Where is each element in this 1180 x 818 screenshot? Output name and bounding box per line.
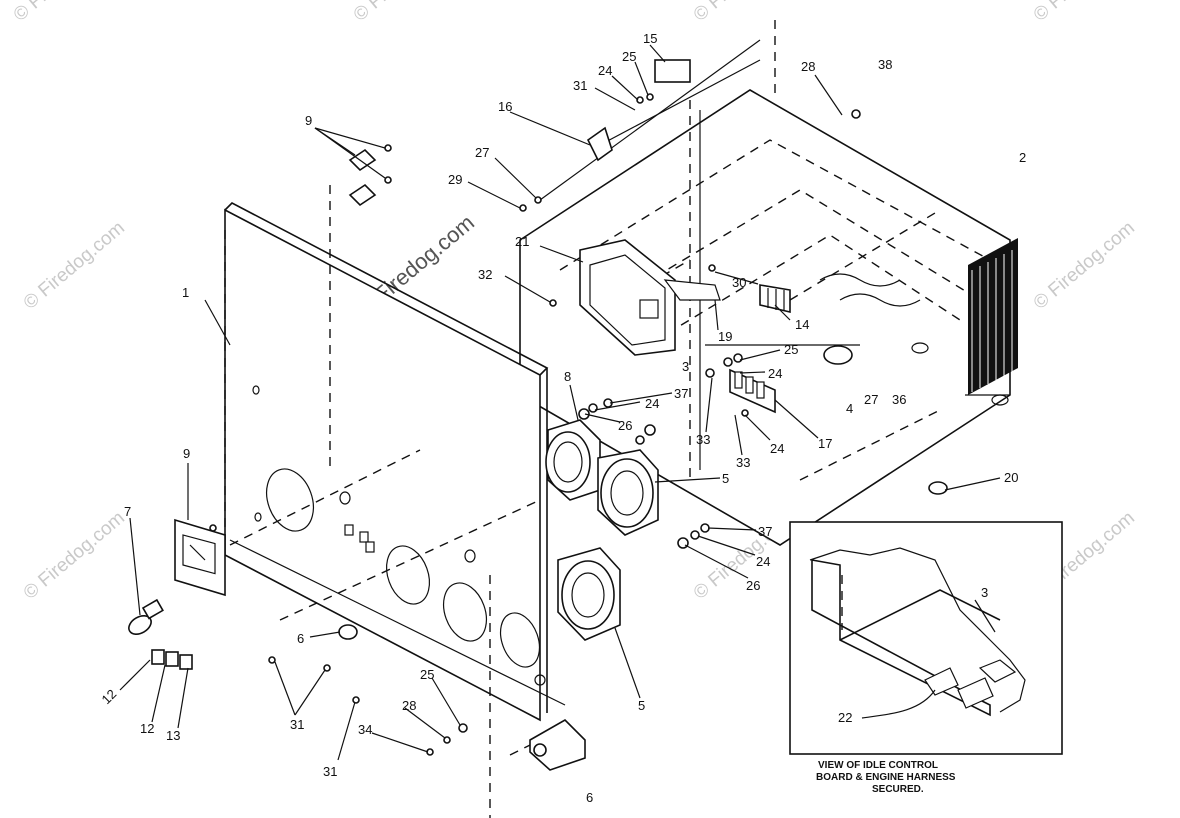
- inset-caption-line-2: BOARD & ENGINE HARNESS: [816, 772, 956, 783]
- part-label: 36: [892, 392, 906, 407]
- watermark-text: © Firedog.com: [20, 507, 129, 603]
- part-label: 34: [358, 722, 372, 737]
- part-label: 26: [618, 418, 632, 433]
- part-label: 31: [290, 717, 304, 732]
- part-label: 32: [478, 267, 492, 282]
- part-label: 6: [586, 790, 593, 805]
- pilot-lamp-part-7: [128, 598, 164, 635]
- terminal-block-14: [759, 284, 791, 314]
- switch-12b: [165, 651, 179, 667]
- part-20-plug: [928, 481, 948, 495]
- part-label: 37: [674, 386, 688, 401]
- part-label: 31: [323, 764, 337, 779]
- leader-lines: [119, 44, 1001, 761]
- receptacle-part-5-upper: [597, 449, 659, 536]
- part-label: 29: [448, 172, 462, 187]
- part-label: 37: [758, 524, 772, 539]
- part-label: 24: [768, 366, 782, 381]
- part-label: 28: [402, 698, 416, 713]
- part-label: 19: [718, 329, 732, 344]
- part-label: 25: [420, 667, 434, 682]
- part-label: 27: [475, 145, 489, 160]
- part-labels: 15 25 24 31 28 38 9 16 27 29 2 21 32 30 …: [99, 31, 1027, 805]
- part-label: 2: [1019, 150, 1026, 165]
- part-label: 7: [124, 504, 131, 519]
- part-label: 30: [732, 275, 746, 290]
- part-label: 12: [99, 686, 120, 707]
- part-label: 22: [838, 710, 852, 725]
- housing-part-2: [519, 89, 1018, 546]
- inset-caption-line-3: SECURED.: [872, 784, 924, 795]
- part-label: 26: [746, 578, 760, 593]
- part-label: 25: [622, 49, 636, 64]
- part-15-relay: [654, 59, 691, 83]
- part-label: 13: [166, 728, 180, 743]
- part-label: 27: [864, 392, 878, 407]
- part-label: 17: [818, 436, 832, 451]
- watermark-text: © Firedog.com: [690, 0, 799, 26]
- inset-view-box: VIEW OF IDLE CONTROL BOARD & ENGINE HARN…: [789, 521, 1063, 795]
- part-label: 5: [722, 471, 729, 486]
- part-label: 38: [878, 57, 892, 72]
- part-27-grommet: [823, 345, 853, 365]
- front-panel-part-1: [224, 202, 549, 722]
- part-label: 20: [1004, 470, 1018, 485]
- part-label: 9: [305, 113, 312, 128]
- switch-12a: [151, 649, 165, 665]
- part-label: 3: [682, 359, 689, 374]
- part-label: 3: [981, 585, 988, 600]
- meter-part-9: [174, 518, 226, 597]
- watermark-text: © Firedog.com: [1030, 0, 1139, 26]
- part-label: 8: [564, 369, 571, 384]
- part-label: 12: [140, 721, 154, 736]
- terminal-block-17: [729, 368, 776, 414]
- part-label: 4: [846, 401, 853, 416]
- part-label: 33: [736, 455, 750, 470]
- part-label: 21: [515, 234, 529, 249]
- part-label: 24: [756, 554, 770, 569]
- part-6-knob: [338, 624, 358, 640]
- part-label: 9: [183, 446, 190, 461]
- idle-control-board-bracket: [579, 239, 721, 356]
- part-label: 24: [598, 63, 612, 78]
- alignment-lines: [229, 20, 941, 818]
- part-label: 25: [784, 342, 798, 357]
- part-6-box: [529, 719, 586, 771]
- watermark-text: © Firedog.com: [10, 0, 119, 26]
- part-label: 24: [770, 441, 784, 456]
- part-label: 5: [638, 698, 645, 713]
- switch-13: [179, 654, 193, 670]
- watermark-text: © Firedog.com: [350, 0, 459, 26]
- watermark-text: © Firedog.com: [20, 217, 129, 313]
- inset-caption-line-1: VIEW OF IDLE CONTROL: [818, 760, 938, 771]
- part-label: 28: [801, 59, 815, 74]
- part-label: 15: [643, 31, 657, 46]
- receptacle-part-8: [545, 419, 601, 501]
- part-label: 6: [297, 631, 304, 646]
- part-label: 31: [573, 78, 587, 93]
- watermark-text: © Firedog.com: [1030, 217, 1139, 313]
- part-label: 1: [182, 285, 189, 300]
- part-label: 33: [696, 432, 710, 447]
- part-label: 14: [795, 317, 809, 332]
- part-label: 24: [645, 396, 659, 411]
- receptacle-part-5-lower: [557, 547, 621, 641]
- part-label: 16: [498, 99, 512, 114]
- fastener-group: [151, 59, 948, 771]
